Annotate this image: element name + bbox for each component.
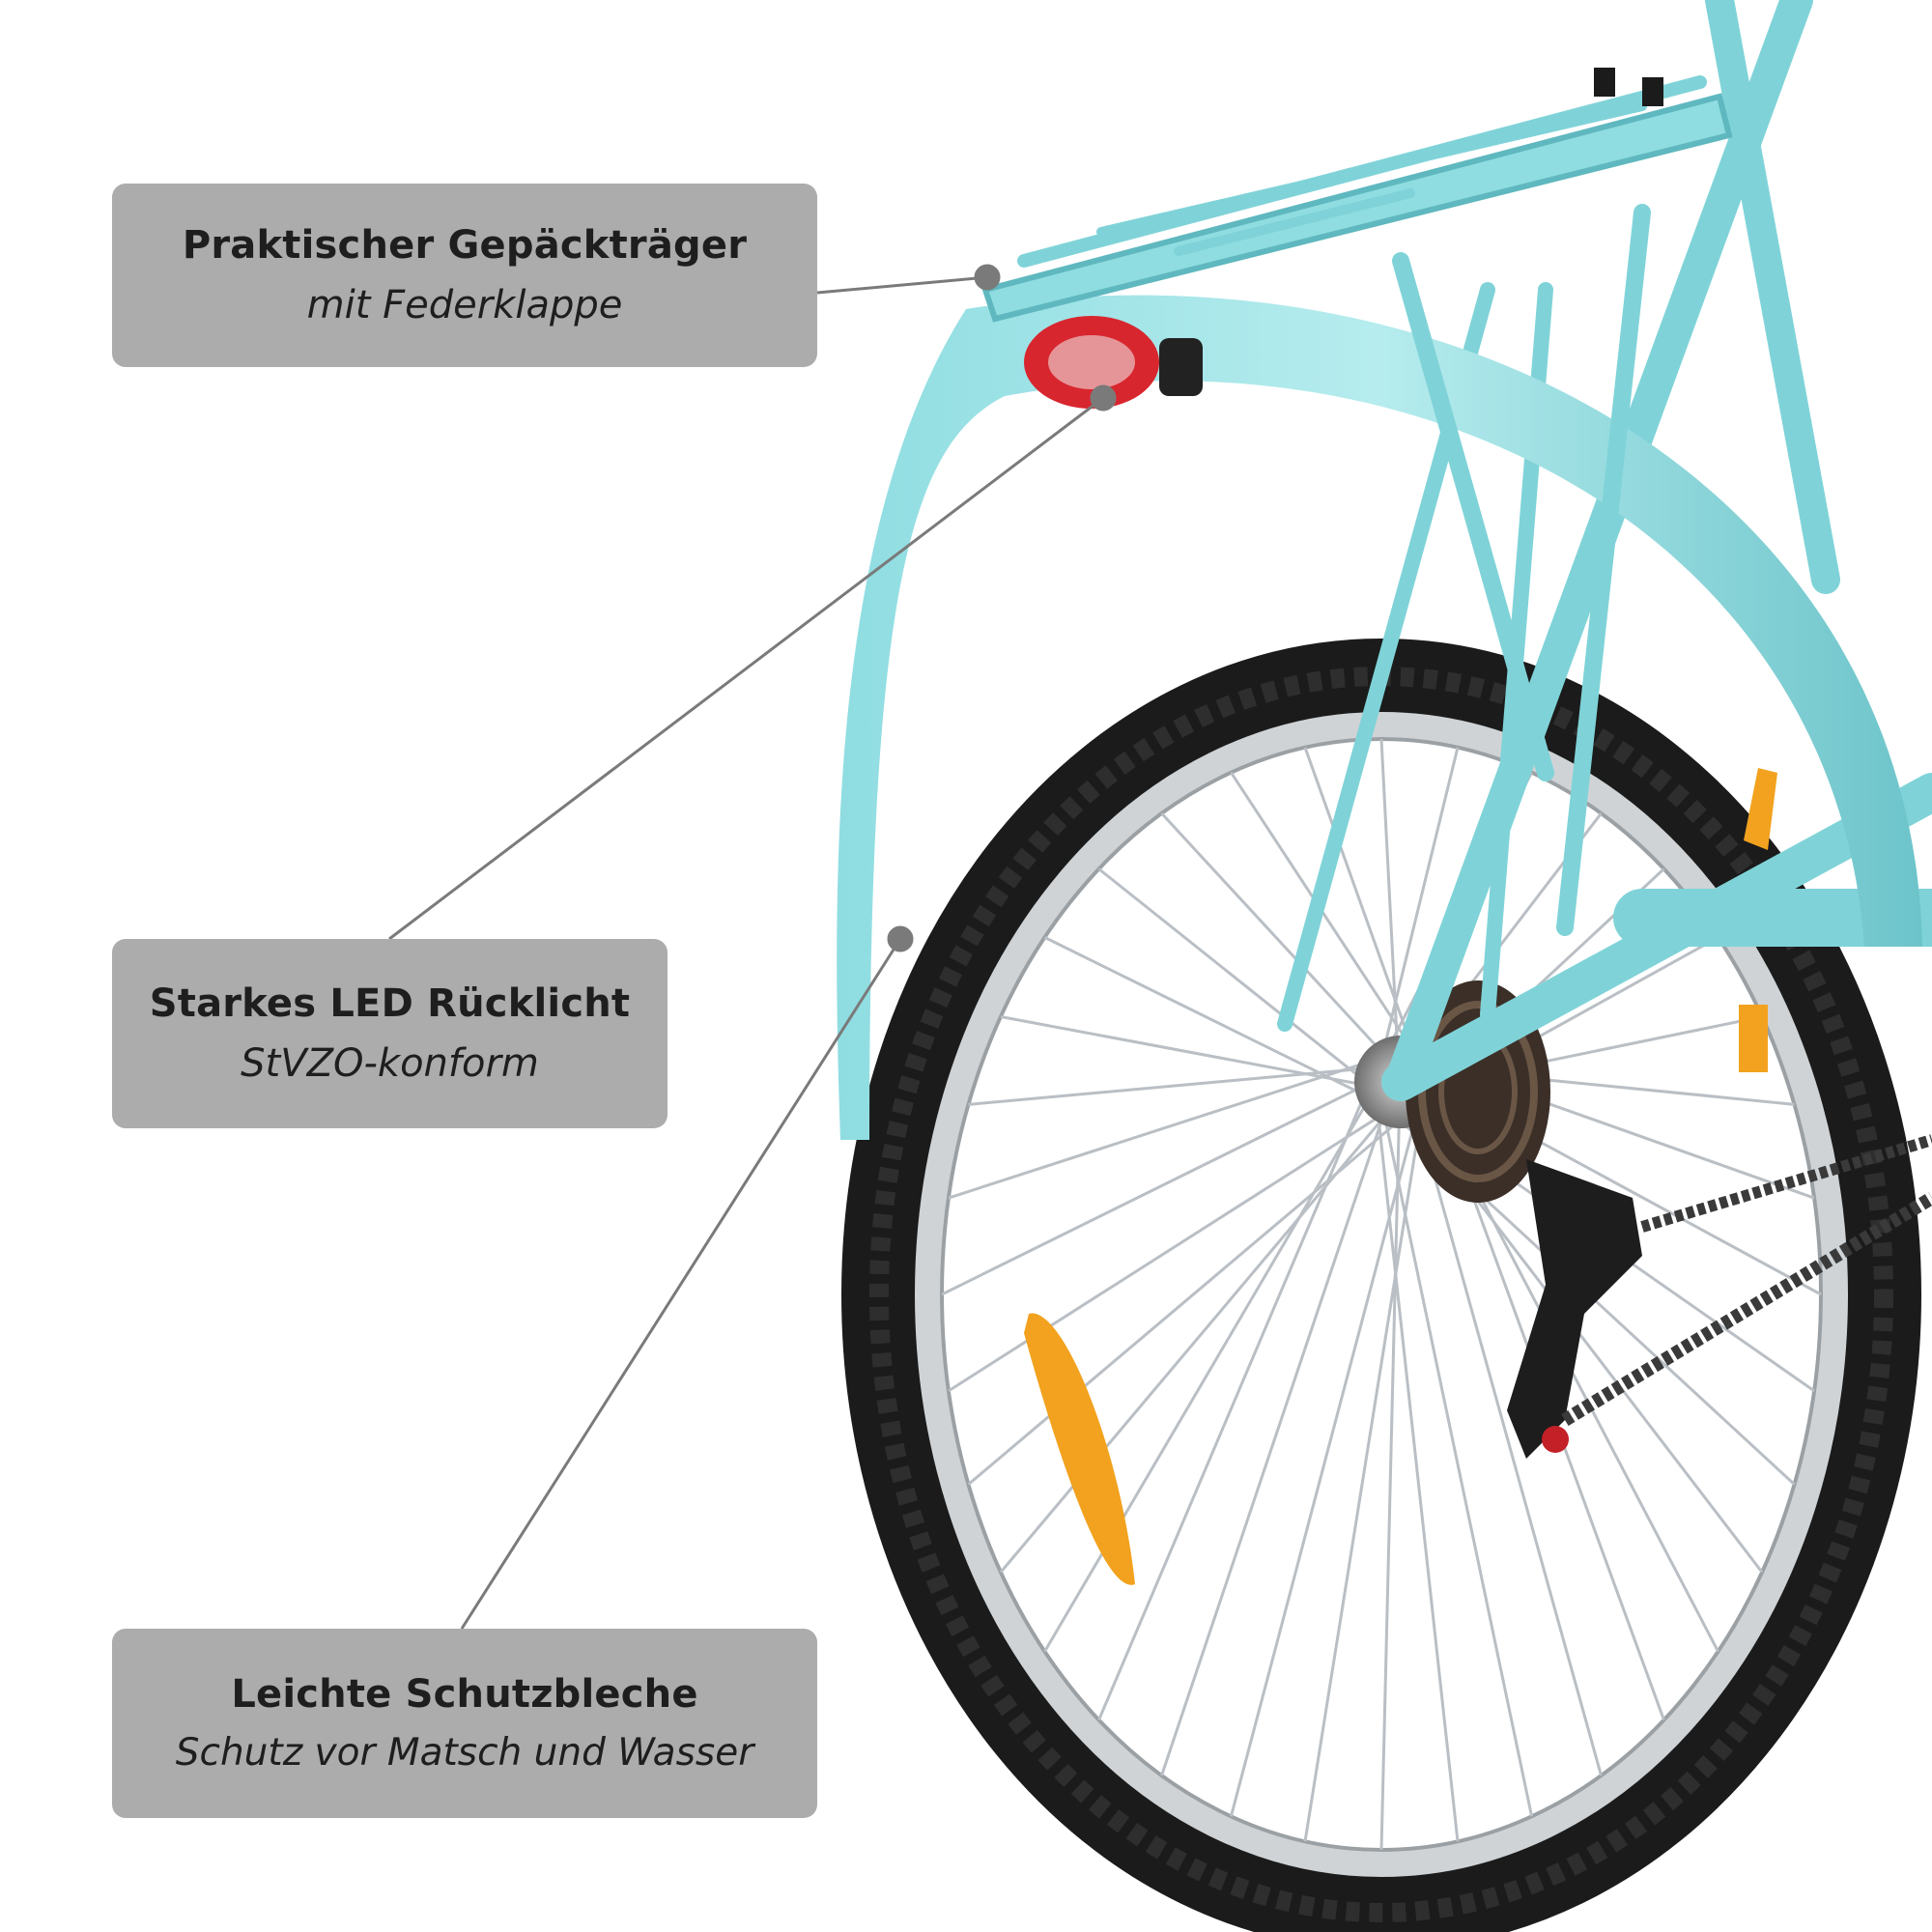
spoke bbox=[1097, 867, 1374, 1089]
spoke bbox=[967, 1099, 1424, 1486]
callout-subtitle: Schutz vor Matsch und Wasser bbox=[175, 1730, 754, 1775]
spoke bbox=[1097, 1076, 1374, 1721]
spoke bbox=[968, 1062, 1424, 1106]
spoke bbox=[1303, 1071, 1430, 1842]
callout-title: Praktischer Gepäckträger bbox=[182, 223, 748, 268]
spoke bbox=[1372, 747, 1460, 1093]
rear-tire bbox=[841, 639, 1921, 1932]
spoke bbox=[948, 1053, 1392, 1200]
spoke bbox=[1230, 771, 1421, 1061]
spoke bbox=[1372, 1071, 1460, 1842]
leader-lines bbox=[388, 264, 1117, 1630]
callout-luggage-rack: Praktischer Gepäckträger mit Federklappe bbox=[112, 184, 817, 367]
spokes bbox=[941, 738, 1822, 1851]
spoke bbox=[1413, 1106, 1603, 1776]
callout-subtitle: StVZO-konform bbox=[241, 1041, 539, 1086]
spoke bbox=[1160, 812, 1388, 1059]
callout-tail-light: Starkes LED Rücklicht StVZO-konform bbox=[112, 939, 668, 1128]
spoke bbox=[941, 1080, 1373, 1296]
rear-reflector bbox=[1739, 768, 1777, 1072]
spoke bbox=[1043, 936, 1397, 1112]
spoke bbox=[1160, 1106, 1388, 1776]
spoke bbox=[948, 1107, 1392, 1393]
spoke bbox=[1229, 1103, 1421, 1817]
spoke bbox=[1380, 1103, 1534, 1817]
rear-derailleur bbox=[1507, 1159, 1642, 1459]
tail-light bbox=[1024, 316, 1203, 409]
callout-subtitle: mit Federklappe bbox=[306, 283, 623, 327]
spoke-reflector bbox=[1024, 1313, 1135, 1585]
callout-title: Starkes LED Rücklicht bbox=[149, 981, 631, 1026]
spoke bbox=[999, 1066, 1428, 1574]
spoke bbox=[1043, 1052, 1398, 1653]
chain bbox=[1561, 1134, 1932, 1426]
luggage-rack bbox=[981, 68, 1733, 936]
callout-fenders: Leichte Schutzbleche Schutz vor Matsch u… bbox=[112, 1629, 817, 1818]
callout-title: Leichte Schutzbleche bbox=[231, 1671, 698, 1717]
